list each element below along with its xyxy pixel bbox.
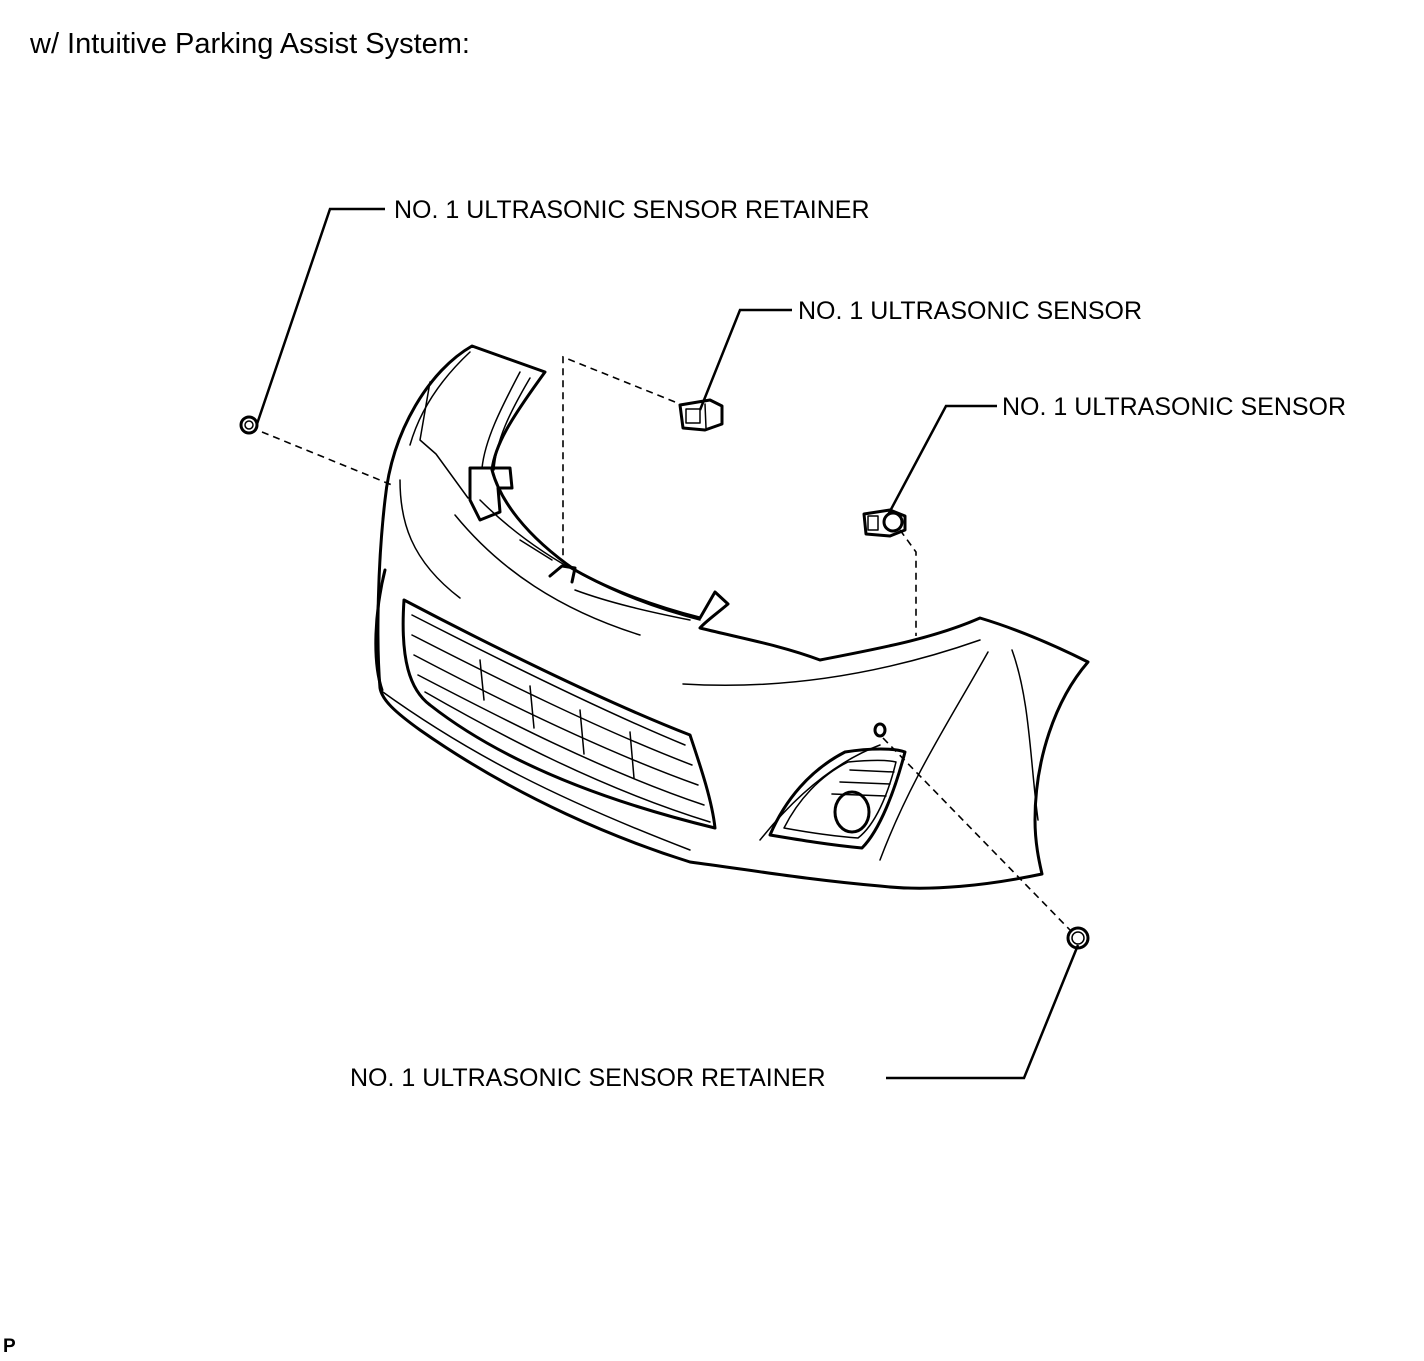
leader-lines <box>255 207 1080 1080</box>
fog-lamp-bezel <box>759 744 907 850</box>
diagram-heading: w/ Intuitive Parking Assist System: <box>30 28 470 60</box>
retainer-top-icon <box>239 415 259 435</box>
leader-sensor-left <box>698 308 792 411</box>
retainer-bottom-icon <box>1066 926 1090 950</box>
lower-grille <box>401 598 717 830</box>
callout-retainer-top: NO. 1 ULTRASONIC SENSOR RETAINER <box>394 196 870 224</box>
bumper-outline <box>376 344 1090 890</box>
fog-lamp <box>833 790 871 834</box>
callout-sensor-right: NO. 1 ULTRASONIC SENSOR <box>1002 393 1347 421</box>
sensor-hole <box>873 722 887 738</box>
callout-sensor-left: NO. 1 ULTRASONIC SENSOR <box>798 297 1143 325</box>
front-bumper-cover <box>374 344 1090 890</box>
dash-retainer-top <box>261 431 393 486</box>
leader-retainer-top <box>255 207 385 425</box>
corner-mark: P <box>3 1336 16 1357</box>
leader-retainer-bottom <box>886 944 1080 1080</box>
callout-retainer-bottom: NO. 1 ULTRASONIC SENSOR RETAINER <box>350 1064 826 1092</box>
dash-sensor-left <box>562 355 676 562</box>
sensor-left-icon <box>678 398 724 432</box>
sensor-right-icon <box>862 508 907 538</box>
installation-lines <box>261 355 1071 931</box>
dash-sensor-right <box>899 529 917 636</box>
leader-sensor-right <box>886 404 997 516</box>
dash-retainer-bottom <box>882 737 1071 931</box>
